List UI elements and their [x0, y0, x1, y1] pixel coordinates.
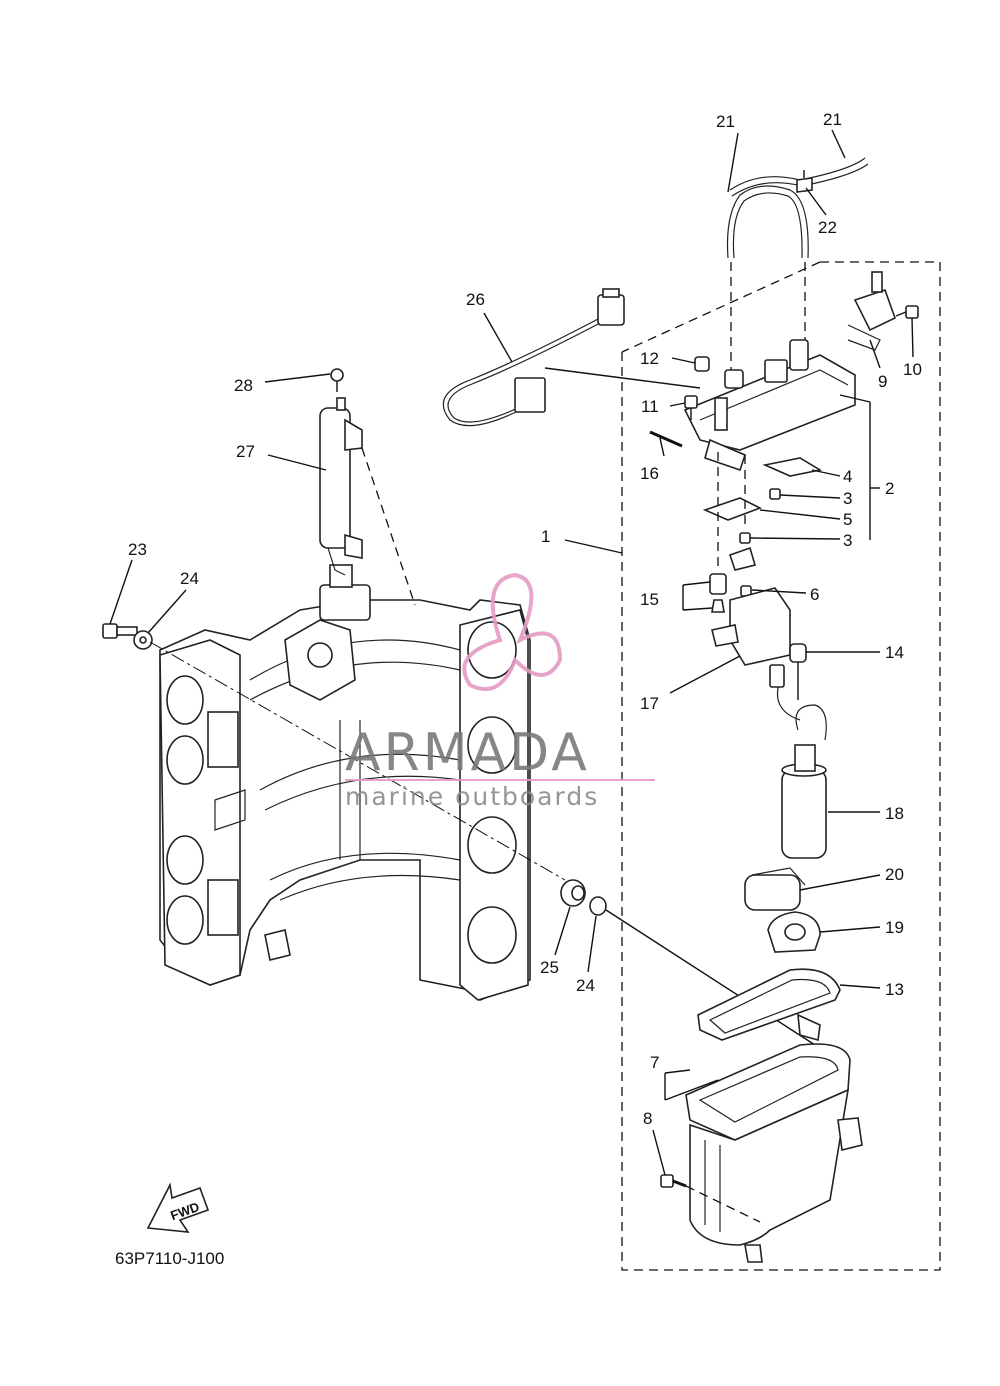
pin-16 [649, 430, 683, 448]
callout-22: 22 [818, 218, 837, 237]
callout-23: 23 [128, 540, 147, 559]
centre-line-23 [149, 641, 566, 881]
plate-5 [702, 497, 762, 521]
callout-19: 19 [885, 918, 904, 937]
pressure-regulator-9 [847, 271, 896, 351]
vapor-separator-7 [685, 1013, 863, 1263]
damper-20 [744, 867, 806, 911]
callout-7: 7 [650, 1053, 659, 1072]
bolt-10 [895, 305, 919, 319]
bolt-23 [102, 623, 138, 639]
callout-20: 20 [885, 865, 904, 884]
bolt-28 [330, 368, 344, 392]
callouts: 21 21 22 26 28 27 23 24 1 12 11 16 9 10 … [128, 110, 922, 1128]
callout-8: 8 [643, 1109, 652, 1128]
callout-18: 18 [885, 804, 904, 823]
watermark-logo: ARMADA marine outboards [345, 572, 655, 811]
hose-21 [726, 157, 869, 259]
screw-3-lower [739, 532, 751, 544]
screw-8-drop-line [685, 1185, 761, 1223]
diagram-code: 63P7110-J100 [115, 1249, 224, 1268]
cover-assembly-2 [683, 339, 856, 472]
callout-21-right: 21 [823, 110, 842, 129]
watermark-brand: ARMADA [345, 723, 590, 783]
callout-27: 27 [236, 442, 255, 461]
callout-3-upper: 3 [843, 489, 852, 508]
callout-14: 14 [885, 643, 904, 662]
joint-22 [796, 170, 813, 193]
assembly-boundary [621, 261, 941, 1271]
holder-19 [767, 911, 821, 953]
assembly-boundary-diagonal [621, 261, 821, 353]
callout-6: 6 [810, 585, 819, 604]
screw-11 [684, 395, 698, 420]
fuel-pump-18 [769, 664, 827, 859]
fitting-12 [694, 356, 710, 372]
callout-9: 9 [878, 372, 887, 391]
gasket-13 [697, 968, 841, 1041]
hose-14 [789, 643, 807, 700]
washer-24-left [133, 630, 153, 650]
callout-17: 17 [640, 694, 659, 713]
watermark-tagline: marine outboards [345, 782, 599, 811]
callout-21-left: 21 [716, 112, 735, 131]
washer-24-right [589, 896, 607, 916]
callout-5: 5 [843, 510, 852, 529]
fuel-rail-27 [319, 397, 363, 576]
screw-3-upper [769, 488, 781, 500]
callout-3-lower: 3 [843, 531, 852, 550]
callout-2: 2 [885, 479, 894, 498]
grommet-25 [560, 879, 586, 907]
callout-25: 25 [540, 958, 559, 977]
callout-15: 15 [640, 590, 659, 609]
callout-12: 12 [640, 349, 659, 368]
watermark-propeller-icon [462, 572, 563, 691]
filter-15 [709, 573, 727, 613]
screw-8 [660, 1174, 687, 1188]
engine-block [159, 564, 531, 1001]
callout-4: 4 [843, 467, 852, 486]
leader-24-to-tank [605, 909, 816, 1046]
leader-lines [109, 129, 914, 1176]
callout-10: 10 [903, 360, 922, 379]
callout-16: 16 [640, 464, 659, 483]
callout-1: 1 [541, 527, 550, 546]
fwd-arrow-icon: FWD [146, 1182, 210, 1233]
callout-24-left: 24 [180, 569, 199, 588]
callout-13: 13 [885, 980, 904, 999]
rail-guide-line [361, 447, 416, 606]
plate-4 [762, 457, 823, 477]
callout-24-right: 24 [576, 976, 595, 995]
bracket-17 [711, 587, 791, 666]
clip-6 [728, 546, 757, 597]
wire-harness-26 [442, 288, 701, 427]
callout-28: 28 [234, 376, 253, 395]
callout-11: 11 [641, 397, 659, 416]
callout-26: 26 [466, 290, 485, 309]
